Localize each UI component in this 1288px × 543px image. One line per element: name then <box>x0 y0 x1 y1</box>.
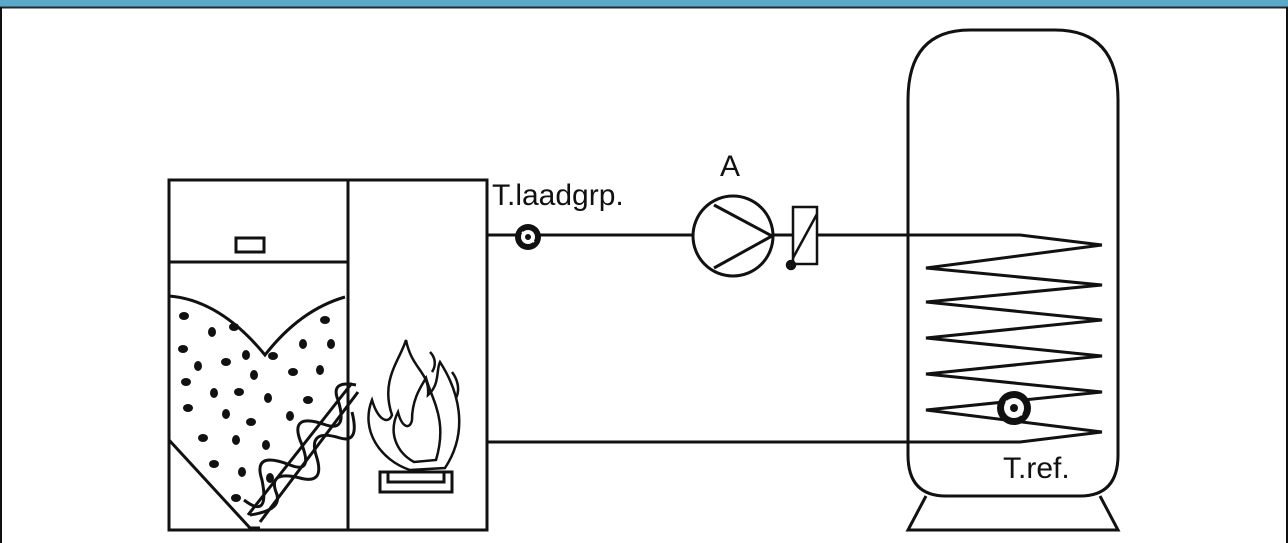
auger-screw <box>243 382 360 523</box>
tank-stand <box>905 495 1121 532</box>
pellet-boiler <box>167 178 489 532</box>
burner-pot <box>378 470 454 494</box>
flame-icon <box>367 339 461 472</box>
storage-tank <box>905 28 1121 532</box>
sensor-reference-label: T.ref. <box>1003 452 1070 485</box>
sensor-charge-group-icon <box>515 224 541 250</box>
pellets <box>178 312 335 502</box>
tank-body <box>906 28 1120 498</box>
heating-coil <box>925 243 1103 434</box>
hopper-funnel <box>167 438 260 530</box>
check-valve-icon <box>785 205 819 271</box>
supply-pipe-3 <box>817 233 1103 247</box>
sensor-reference-icon <box>997 391 1031 425</box>
top-bar <box>0 0 1288 7</box>
hopper-hatch <box>234 236 266 254</box>
return-pipe <box>487 430 1103 444</box>
pump-label: A <box>720 150 740 183</box>
sensor-charge-group-label: T.laadgrp. <box>492 179 624 212</box>
pump-icon <box>691 194 776 278</box>
pellet-heap-contour <box>168 294 346 358</box>
boiler-cabinet <box>167 178 489 532</box>
